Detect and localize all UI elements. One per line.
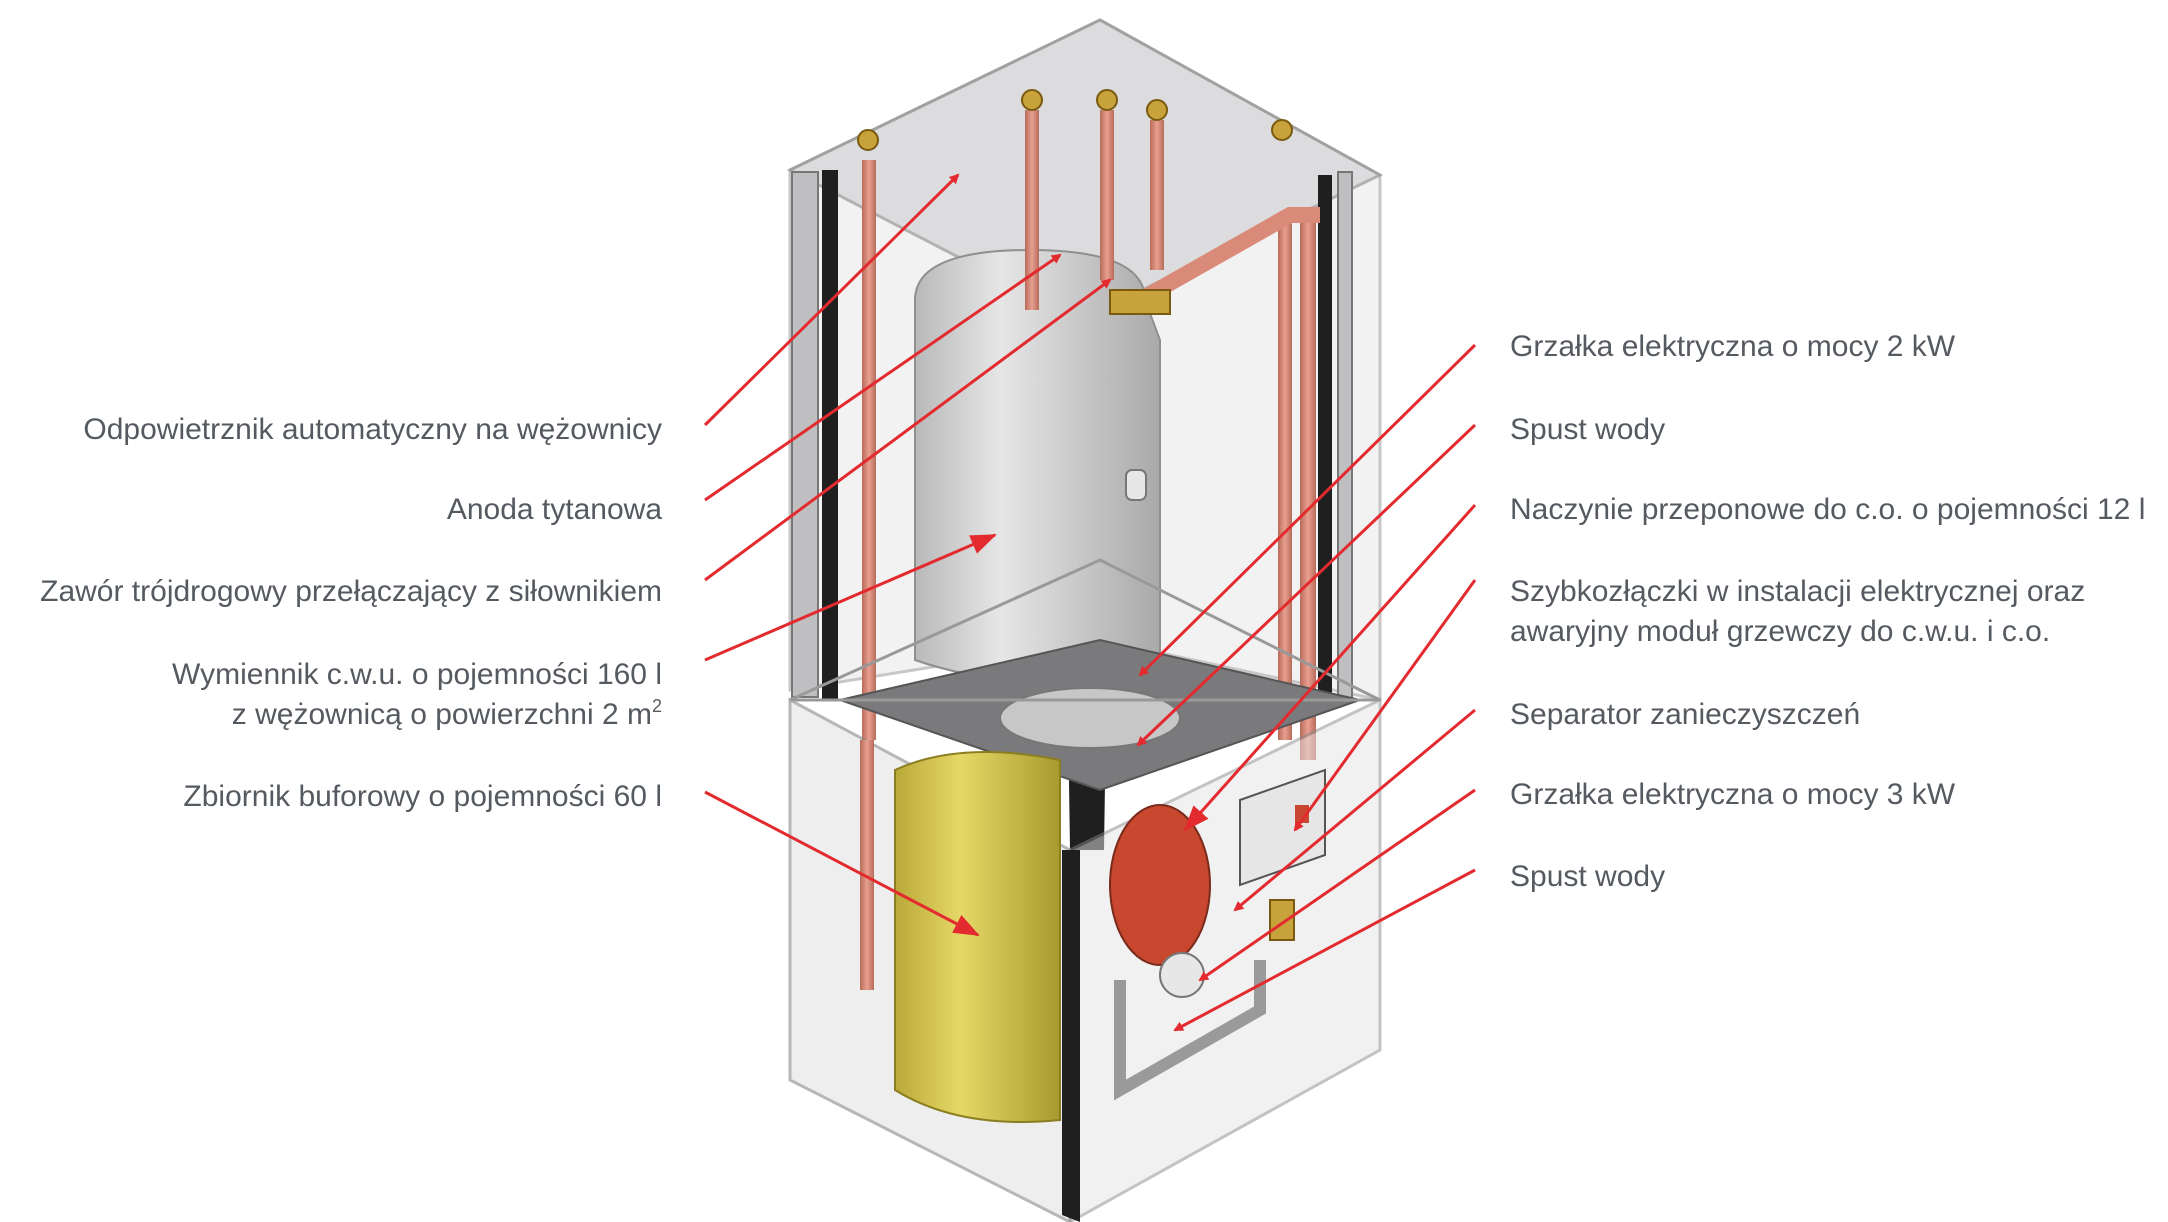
label-szybkozlaczki-line1: Szybkozłączki w instalacji elektrycznej … (1510, 575, 2086, 608)
label-spust2: Spust wody (1510, 860, 1666, 893)
label-separator: Separator zanieczyszczeń (1510, 698, 1861, 731)
buffer-tank (860, 740, 1061, 1123)
arrow-odpowietrznik (703, 173, 960, 427)
middle-shelf (836, 638, 1364, 792)
label-zawor: Zawór trójdrogowy przełączający z siłown… (40, 575, 662, 608)
label-szybkozlaczki-line2: awaryjny moduł grzewczy do c.w.u. i c.o. (1510, 615, 2051, 648)
label-wymiennik-sup: 2 (651, 696, 662, 716)
label-szybkozlaczki: Szybkozłączki w instalacji elektrycznej … (1510, 572, 2085, 652)
label-wymiennik: Wymiennik c.w.u. o pojemności 160 l z wę… (172, 655, 662, 735)
label-spust1: Spust wody (1510, 413, 1666, 446)
arrow-grzalka3 (1198, 788, 1476, 982)
label-grzalka3: Grzałka elektryczna o mocy 3 kW (1510, 778, 1956, 811)
arrow-separator (1233, 708, 1476, 912)
expansion-vessel (1109, 804, 1211, 966)
arrow-zbiornik (704, 790, 980, 937)
arrow-wymiennik (704, 533, 997, 662)
label-naczynie: Naczynie przeponowe do c.o. o pojemności… (1510, 493, 2146, 526)
label-odpowietrznik: Odpowietrznik automatyczny na wężownicy (83, 413, 662, 446)
front-post (1062, 850, 1080, 1222)
arrow-naczynie (1183, 504, 1477, 832)
control-panel (1239, 768, 1326, 887)
arrow-spust2 (1173, 868, 1476, 1032)
label-anoda: Anoda tytanowa (446, 493, 662, 526)
arrow-zawor (704, 278, 1112, 582)
callout-arrows-right (1136, 343, 1477, 1032)
arrow-grzalka2 (1138, 343, 1477, 677)
label-zbiornik: Zbiornik buforowy o pojemności 60 l (183, 780, 662, 813)
label-grzalka2: Grzałka elektryczna o mocy 2 kW (1510, 330, 1956, 363)
arrow-anoda (704, 253, 1062, 502)
label-wymiennik-line1: Wymiennik c.w.u. o pojemności 160 l (172, 658, 662, 691)
arrow-szybkozlaczki (1293, 579, 1477, 832)
callout-arrows-left (703, 173, 1112, 937)
label-wymiennik-line2: z wężownicą o powierzchni 2 m2 (172, 695, 662, 735)
label-wymiennik-line2-text: z wężownicą o powierzchni 2 m (231, 698, 652, 731)
arrow-spust1 (1136, 423, 1477, 747)
